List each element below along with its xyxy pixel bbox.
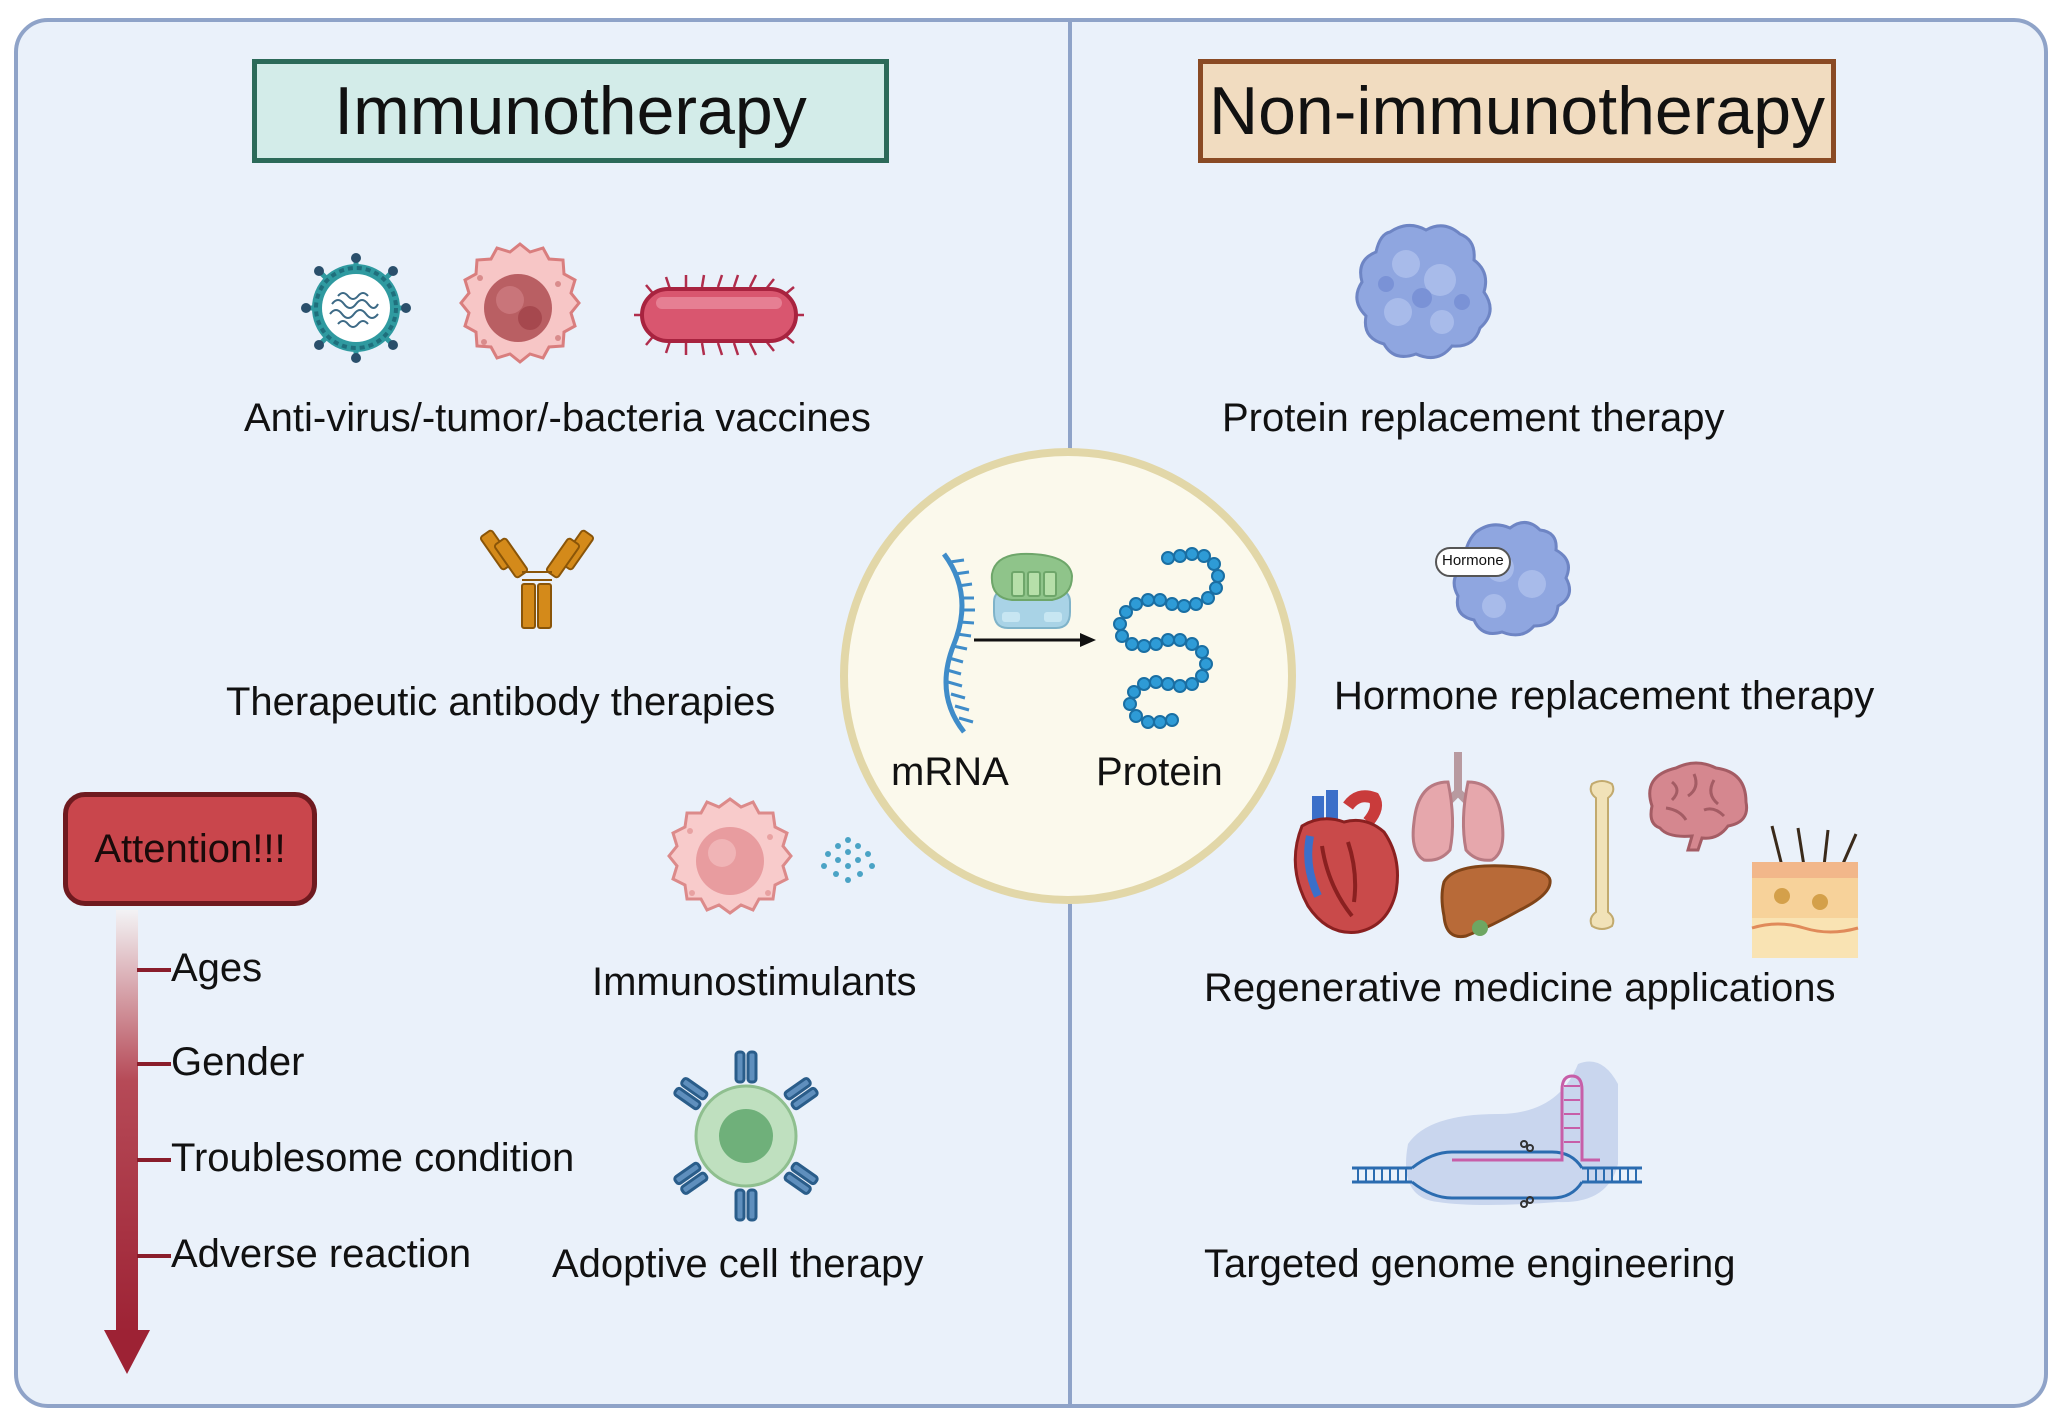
adoptive-cell-label: Adoptive cell therapy <box>552 1242 924 1286</box>
genome-engineering-label: Targeted genome engineering <box>1204 1242 1736 1286</box>
liver-icon <box>1440 864 1552 939</box>
attention-arrow-head-icon <box>104 1330 150 1374</box>
protein-chain-icon <box>1113 547 1225 729</box>
tumor-cell-icon <box>459 242 581 364</box>
mrna-label: mRNA <box>891 750 1009 794</box>
attention-item-ages: Ages <box>171 946 263 990</box>
non-immunotherapy-title-text: Non-immunotherapy <box>1208 73 1826 149</box>
immunotherapy-title: Immunotherapy <box>252 59 889 163</box>
immunostimulants-label: Immunostimulants <box>592 960 917 1004</box>
attention-item-troublesome-condition: Troublesome condition <box>171 1136 575 1180</box>
brain-icon <box>1648 761 1749 852</box>
mrna-strand-icon <box>941 552 975 734</box>
ribosome-icon <box>990 552 1074 629</box>
immune-cell-icon <box>667 797 793 915</box>
attention-box: Attention!!! <box>63 792 317 906</box>
antibody-icon <box>479 529 595 629</box>
bone-icon <box>1589 780 1615 930</box>
t-cell-with-receptors-icon <box>673 1050 819 1222</box>
vaccines-label: Anti-virus/-tumor/-bacteria vaccines <box>244 396 871 440</box>
hormone-replacement-label: Hormone replacement therapy <box>1334 674 1875 718</box>
immunotherapy-title-text: Immunotherapy <box>334 73 807 149</box>
attention-tick <box>137 1158 171 1162</box>
virus-icon <box>301 253 411 363</box>
protein-label: Protein <box>1096 750 1223 794</box>
attention-tick <box>137 968 171 972</box>
protein-replacement-label: Protein replacement therapy <box>1222 396 1725 440</box>
attention-tick <box>137 1062 171 1066</box>
skin-icon <box>1751 825 1859 958</box>
heart-icon <box>1293 790 1399 934</box>
hormone-tag: Hormone <box>1442 552 1504 569</box>
crispr-dna-icon <box>1352 1061 1642 1208</box>
mrna-to-protein-circle <box>840 448 1296 904</box>
attention-arrow-shaft <box>116 910 138 1338</box>
bacterium-icon <box>634 274 804 356</box>
protein-icon <box>1355 224 1492 360</box>
hormone-protein-icon <box>1435 521 1572 637</box>
cytokine-particles-icon <box>821 837 875 883</box>
non-immunotherapy-title: Non-immunotherapy <box>1198 59 1836 163</box>
attention-item-adverse-reaction: Adverse reaction <box>171 1232 472 1276</box>
arrow-icon <box>974 633 1096 647</box>
attention-item-gender: Gender <box>171 1040 305 1084</box>
attention-tick <box>137 1254 171 1258</box>
lungs-icon <box>1411 752 1505 862</box>
regenerative-medicine-label: Regenerative medicine applications <box>1204 966 1836 1010</box>
attention-title: Attention!!! <box>94 826 286 871</box>
antibody-label: Therapeutic antibody therapies <box>226 680 776 724</box>
